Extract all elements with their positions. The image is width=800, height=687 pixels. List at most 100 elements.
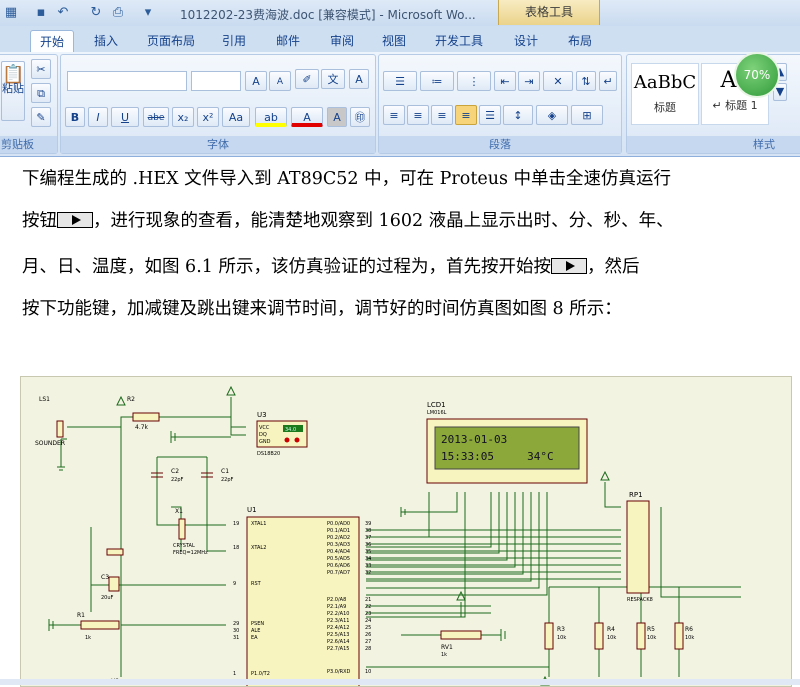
style-title[interactable]: AaBbC 标题 bbox=[631, 63, 699, 125]
align-left-button[interactable]: ≡ bbox=[383, 105, 405, 125]
u1-right-pin: P3.0/RXD bbox=[327, 669, 351, 675]
c3-value: 20uF bbox=[101, 595, 114, 601]
line-spacing-button[interactable]: ↕ bbox=[503, 105, 533, 125]
paragraph-group: ☰ ≔ ⋮ ⇤ ⇥ ✕ ⇅ ↵ ≡ ≡ ≡ ≡ ☰ ↕ ◈ ⊞ 段落 bbox=[378, 54, 622, 154]
horizontal-scrollbar[interactable] bbox=[0, 679, 800, 685]
change-case-button[interactable]: Aa bbox=[222, 107, 250, 127]
u1-right-pin: P0.2/AD2 bbox=[327, 535, 350, 541]
justify-button[interactable]: ≡ bbox=[455, 105, 477, 125]
subscript-button[interactable]: x₂ bbox=[172, 107, 194, 127]
u3-part: DS18B20 bbox=[257, 451, 280, 457]
u1-right-pin: P0.0/AD0 bbox=[327, 521, 350, 527]
bold-label: B bbox=[70, 111, 80, 124]
play-button-icon bbox=[57, 212, 93, 228]
undo-icon[interactable]: ↶ bbox=[57, 5, 69, 20]
tab-layout[interactable]: 布局 bbox=[567, 34, 592, 48]
u1-right-pin-number: 26 bbox=[365, 632, 371, 638]
c1-value: 22pF bbox=[221, 477, 234, 483]
u1-right-pin: P2.7/A15 bbox=[327, 646, 349, 652]
change-case-label: Aa bbox=[228, 111, 244, 124]
asian-layout-button[interactable]: ✕ bbox=[543, 71, 573, 91]
sounder-label: SOUNDER bbox=[35, 440, 65, 447]
superscript-button[interactable]: x² bbox=[197, 107, 219, 127]
doc-line-2: 按钮，进行现象的查看，能清楚地观察到 1602 液晶上显示出时、分、秒、年、 bbox=[22, 207, 674, 232]
font-color-button[interactable]: A bbox=[291, 107, 323, 127]
shrink-font-label: A bbox=[276, 77, 284, 87]
align-center-button[interactable]: ≡ bbox=[407, 105, 429, 125]
sort-button[interactable]: ⇅ bbox=[576, 71, 596, 91]
r1-label: R1 bbox=[77, 612, 85, 619]
char-border-button[interactable]: A bbox=[349, 69, 369, 89]
copy-button[interactable]: ⧉ bbox=[31, 83, 51, 103]
zoom-badge[interactable]: 70% bbox=[734, 52, 780, 98]
increase-indent-button[interactable]: ⇥ bbox=[518, 71, 540, 91]
borders-button[interactable]: ⊞ bbox=[571, 105, 603, 125]
tab-view[interactable]: 视图 bbox=[381, 34, 406, 48]
u1-right-pin-number: 21 bbox=[365, 597, 371, 603]
line-spacing-icon: ↕ bbox=[513, 109, 523, 122]
lcd-label: LCD1 bbox=[427, 401, 446, 409]
tab-page-layout[interactable]: 页面布局 bbox=[146, 34, 195, 48]
tab-references[interactable]: 引用 bbox=[221, 34, 246, 48]
cut-button[interactable]: ✂ bbox=[31, 59, 51, 79]
redo-icon[interactable]: ↻ bbox=[90, 5, 102, 20]
tab-design[interactable]: 设计 bbox=[513, 34, 538, 48]
u3-pin-dq: DQ bbox=[259, 432, 267, 438]
highlight-button[interactable]: ab bbox=[255, 107, 287, 127]
u1-right-pin: P0.5/AD5 bbox=[327, 556, 350, 562]
clear-format-button[interactable]: ✐ bbox=[295, 69, 319, 89]
word-logo-icon[interactable]: ▦ bbox=[4, 5, 18, 20]
distributed-icon: ☰ bbox=[485, 109, 495, 122]
r6-label: R6 bbox=[685, 626, 693, 633]
strikethrough-button[interactable]: abe bbox=[143, 107, 169, 127]
tab-home[interactable]: 开始 bbox=[30, 30, 74, 53]
eraser-icon: ✐ bbox=[302, 73, 312, 86]
bold-button[interactable]: B bbox=[65, 107, 85, 127]
highlighter-icon: ab bbox=[264, 111, 278, 124]
tab-review[interactable]: 审阅 bbox=[329, 34, 354, 48]
bullets-button[interactable]: ☰ bbox=[383, 71, 417, 91]
u1-right-pin: P2.4/A12 bbox=[327, 625, 349, 631]
distributed-button[interactable]: ☰ bbox=[479, 105, 501, 125]
paste-button[interactable]: 📋 粘贴 bbox=[1, 61, 25, 121]
crystal-label: CRYSTAL bbox=[173, 543, 195, 549]
font-group-label: 字体 bbox=[61, 136, 375, 153]
u1-right-pin-number: 36 bbox=[365, 542, 371, 548]
shading-button[interactable]: ◈ bbox=[536, 105, 568, 125]
tab-insert[interactable]: 插入 bbox=[93, 34, 118, 48]
enclose-char-button[interactable]: ㊞ bbox=[350, 107, 370, 127]
shrink-font-button[interactable]: A bbox=[269, 71, 291, 91]
print-preview-icon[interactable]: ⎙ bbox=[112, 5, 124, 20]
paragraph-mark-icon: ↵ bbox=[603, 75, 613, 88]
chevron-down-icon: ▼ bbox=[775, 85, 785, 98]
rv1-value: 1k bbox=[441, 652, 447, 658]
decrease-indent-button[interactable]: ⇤ bbox=[494, 71, 516, 91]
u1-right-pin: P2.0/A8 bbox=[327, 597, 346, 603]
font-name-combo[interactable] bbox=[67, 71, 187, 91]
rv1-label: RV1 bbox=[441, 644, 453, 651]
font-size-combo[interactable] bbox=[191, 71, 241, 91]
multilevel-list-button[interactable]: ⋮ bbox=[457, 71, 491, 91]
tab-developer[interactable]: 开发工具 bbox=[434, 34, 483, 48]
phonetic-guide-button[interactable]: 文 bbox=[321, 69, 345, 89]
r5-label: R5 bbox=[647, 626, 655, 633]
grow-font-button[interactable]: A bbox=[245, 71, 267, 91]
save-icon[interactable]: ▪ bbox=[36, 5, 46, 20]
tab-mailings[interactable]: 邮件 bbox=[275, 34, 300, 48]
styles-scroll-down-button[interactable]: ▼ bbox=[773, 83, 787, 101]
underline-label: U bbox=[120, 111, 130, 124]
u3-label: U3 bbox=[257, 411, 267, 419]
r5-value: 10k bbox=[647, 635, 656, 641]
align-left-icon: ≡ bbox=[389, 109, 399, 122]
show-marks-button[interactable]: ↵ bbox=[599, 71, 617, 91]
italic-button[interactable]: I bbox=[88, 107, 108, 127]
numbering-button[interactable]: ≔ bbox=[420, 71, 454, 91]
underline-button[interactable]: U bbox=[111, 107, 139, 127]
char-shading-button[interactable]: A bbox=[327, 107, 347, 127]
format-painter-button[interactable]: ✎ bbox=[31, 107, 51, 127]
u1-right-pin: P2.6/A14 bbox=[327, 639, 349, 645]
u1-right-pin-number: 37 bbox=[365, 535, 371, 541]
r4-label: R4 bbox=[607, 626, 615, 633]
align-right-button[interactable]: ≡ bbox=[431, 105, 453, 125]
customize-icon[interactable]: ▾ bbox=[144, 5, 152, 20]
